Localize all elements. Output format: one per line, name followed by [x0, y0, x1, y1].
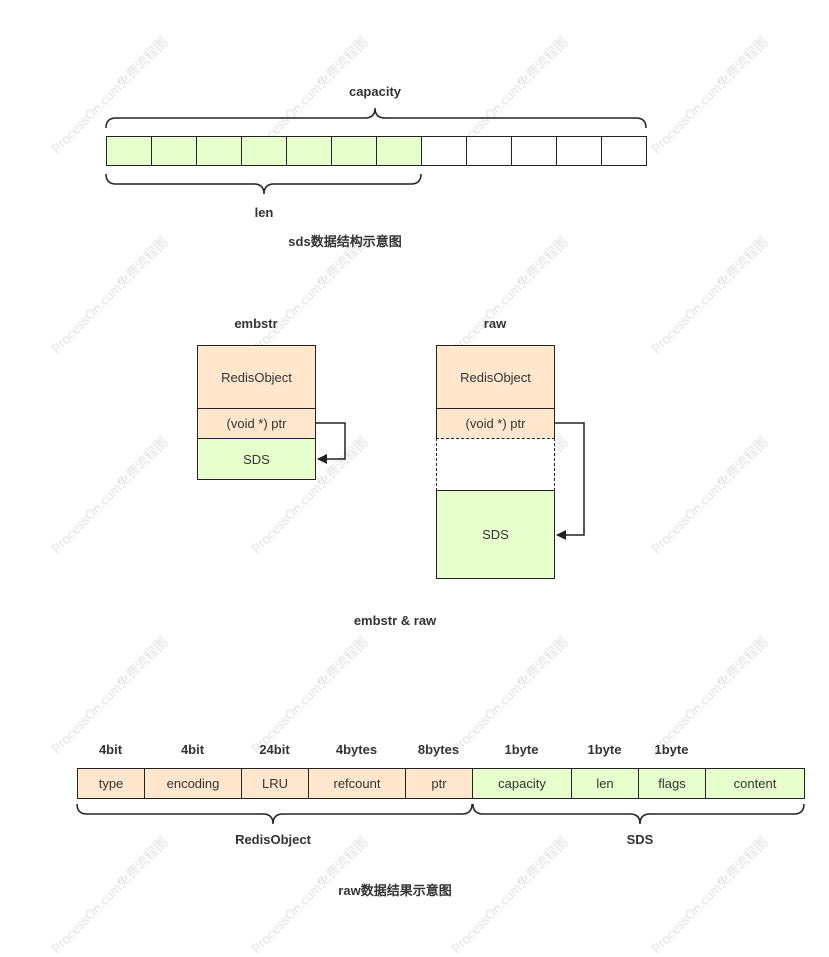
raw-field-box: refcount	[308, 768, 406, 799]
embstr-sds-text: SDS	[243, 451, 270, 467]
sds-cell	[421, 136, 467, 166]
sds-cell	[196, 136, 242, 166]
raw-field-name: encoding	[166, 776, 220, 791]
raw-ptr-arrow	[555, 422, 585, 540]
raw-braces	[76, 803, 805, 825]
raw-field-name: ptr	[431, 776, 447, 791]
embstr-redisobject-text: RedisObject	[221, 369, 292, 385]
raw-ptr-box: (void *) ptr	[436, 408, 555, 439]
raw-field-size: 8bytes	[417, 742, 460, 757]
raw-field-box: LRU	[241, 768, 309, 799]
raw-title: raw	[483, 316, 507, 331]
pointer-arrows	[316, 422, 585, 540]
raw-field-size: 1byte	[504, 742, 539, 757]
redisobject-label: RedisObject	[235, 832, 311, 847]
embstr-ptr-arrow	[316, 422, 346, 464]
raw-field-size: 4bit	[98, 742, 123, 757]
raw-field-size: 24bit	[259, 742, 290, 757]
raw-caption: raw数据结果示意图	[338, 883, 452, 898]
raw-field-name: content	[733, 776, 777, 791]
sds-cell	[511, 136, 557, 166]
middle-caption: embstr & raw	[353, 613, 437, 628]
len-label: len	[254, 205, 274, 220]
raw-ptr-text: (void *) ptr	[465, 416, 526, 431]
raw-field-name: flags	[658, 776, 686, 791]
raw-field-size: 4bytes	[335, 742, 378, 757]
embstr-ptr-text: (void *) ptr	[226, 416, 287, 431]
sds-label: SDS	[626, 832, 654, 847]
raw-field-box: len	[571, 768, 639, 799]
raw-field-name: type	[98, 776, 124, 791]
sds-cell	[466, 136, 512, 166]
embstr-ptr-box: (void *) ptr	[197, 408, 316, 439]
redisobject-brace	[76, 803, 473, 825]
capacity-brace	[105, 107, 647, 129]
sds-braces	[105, 107, 647, 195]
raw-field-box: capacity	[472, 768, 572, 799]
raw-sds-text: SDS	[482, 527, 509, 542]
sds-cell	[376, 136, 422, 166]
sds-brace	[472, 803, 805, 825]
sds-cell	[601, 136, 647, 166]
raw-field-name: refcount	[333, 776, 381, 791]
raw-field-box: content	[705, 768, 805, 799]
embstr-redisobject-box: RedisObject	[197, 345, 316, 409]
embstr-sds-box: SDS	[197, 438, 316, 480]
raw-redisobject-text: RedisObject	[460, 369, 531, 385]
raw-field-name: LRU	[261, 776, 288, 791]
raw-field-size: 1byte	[654, 742, 689, 757]
embstr-title: embstr	[234, 316, 278, 331]
capacity-label: capacity	[348, 84, 402, 99]
sds-cell-row	[106, 136, 647, 166]
raw-field-name: len	[596, 776, 614, 791]
raw-sds-box: SDS	[436, 490, 555, 579]
len-brace	[105, 173, 422, 195]
raw-field-size: 1byte	[587, 742, 622, 757]
raw-field-size: 4bit	[180, 742, 205, 757]
sds-caption: sds数据结构示意图	[288, 234, 402, 249]
sds-cell	[106, 136, 152, 166]
raw-field-name: capacity	[498, 776, 546, 791]
sds-cell	[151, 136, 197, 166]
